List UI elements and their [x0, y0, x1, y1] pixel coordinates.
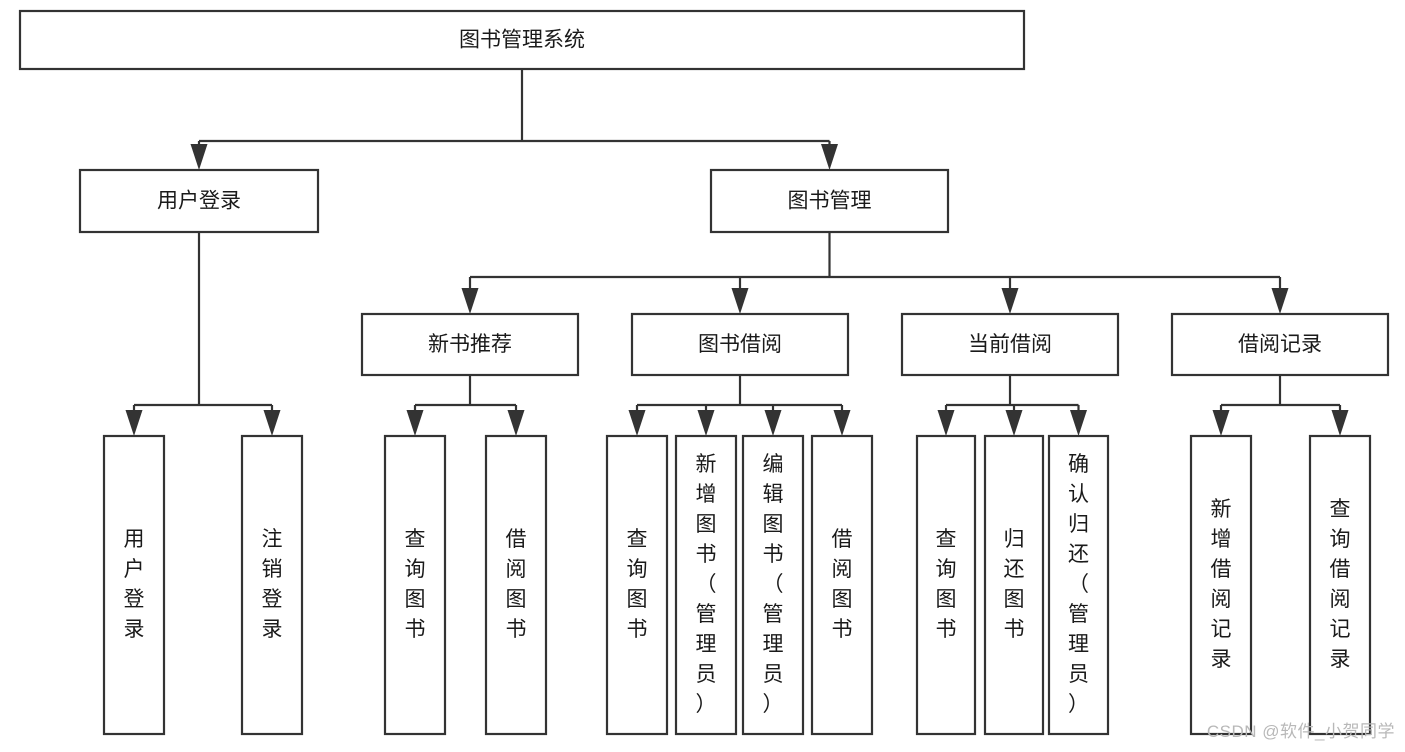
connector-group-user-login: [125, 232, 281, 436]
node-label-book-manage: 图书管理: [788, 190, 872, 213]
node-label-leaf-add-record: 新增借阅记录: [1211, 498, 1232, 671]
node-label-leaf-query-record: 查询借阅记录: [1330, 498, 1351, 671]
node-box-leaf-borrow-book-2[interactable]: [810, 434, 874, 736]
node-borrow-record[interactable]: 借阅记录: [1170, 312, 1390, 377]
node-leaf-return-book[interactable]: 归还图书: [983, 434, 1045, 736]
connector-group-new-book-rec: [406, 375, 525, 436]
node-leaf-add-book[interactable]: 新增图书（管理员）: [674, 434, 738, 736]
node-box-new-book-rec[interactable]: [360, 312, 580, 377]
node-box-book-borrow[interactable]: [630, 312, 850, 377]
node-box-leaf-user-login[interactable]: [102, 434, 166, 736]
node-label-leaf-query-book-2: 查询图书: [627, 528, 648, 641]
node-leaf-edit-book[interactable]: 编辑图书（管理员）: [741, 434, 805, 736]
node-label-leaf-user-login: 用户登录: [124, 528, 145, 641]
node-label-root: 图书管理系统: [459, 29, 585, 52]
node-leaf-query-book-2[interactable]: 查询图书: [605, 434, 669, 736]
node-user-login[interactable]: 用户登录: [78, 168, 320, 234]
node-leaf-query-record[interactable]: 查询借阅记录: [1308, 434, 1372, 736]
node-label-leaf-edit-book: 编辑图书（管理员）: [763, 453, 784, 716]
node-leaf-query-book-1[interactable]: 查询图书: [383, 434, 447, 736]
connectors-layer: [125, 69, 1349, 436]
node-label-leaf-confirm-return: 确认归还（管理员）: [1068, 453, 1089, 716]
connector-group-book-manage: [461, 232, 1289, 314]
node-box-leaf-return-book[interactable]: [983, 434, 1045, 736]
node-label-borrow-record: 借阅记录: [1238, 333, 1322, 356]
node-leaf-borrow-book-1[interactable]: 借阅图书: [484, 434, 548, 736]
node-box-user-login[interactable]: [78, 168, 320, 234]
node-label-leaf-borrow-book-2: 借阅图书: [832, 528, 853, 641]
node-label-leaf-query-book-1: 查询图书: [405, 528, 426, 641]
csdn-watermark: CSDN @软件_小贺同学: [1206, 722, 1395, 741]
node-box-current-borrow[interactable]: [900, 312, 1120, 377]
node-box-root[interactable]: [18, 9, 1026, 71]
node-leaf-borrow-book-2[interactable]: 借阅图书: [810, 434, 874, 736]
node-box-leaf-query-book-1[interactable]: [383, 434, 447, 736]
node-label-leaf-add-book: 新增图书（管理员）: [696, 453, 717, 716]
node-label-leaf-logout: 注销登录: [262, 528, 283, 641]
node-box-leaf-add-record[interactable]: [1189, 434, 1253, 736]
node-new-book-rec[interactable]: 新书推荐: [360, 312, 580, 377]
node-box-leaf-query-book-2[interactable]: [605, 434, 669, 736]
node-label-user-login: 用户登录: [157, 190, 241, 213]
node-box-leaf-confirm-return[interactable]: [1047, 434, 1110, 736]
node-box-leaf-logout[interactable]: [240, 434, 304, 736]
connector-group-root: [190, 69, 838, 170]
node-box-leaf-query-book-3[interactable]: [915, 434, 977, 736]
node-leaf-add-record[interactable]: 新增借阅记录: [1189, 434, 1253, 736]
node-box-leaf-edit-book[interactable]: [741, 434, 805, 736]
node-leaf-user-login[interactable]: 用户登录: [102, 434, 166, 736]
nodes-layer: 图书管理系统用户登录图书管理新书推荐图书借阅当前借阅借阅记录用户登录注销登录查询…: [18, 9, 1390, 736]
node-box-leaf-borrow-book-1[interactable]: [484, 434, 548, 736]
node-label-leaf-borrow-book-1: 借阅图书: [506, 528, 527, 641]
node-root[interactable]: 图书管理系统: [18, 9, 1026, 71]
node-box-borrow-record[interactable]: [1170, 312, 1390, 377]
node-leaf-logout[interactable]: 注销登录: [240, 434, 304, 736]
node-book-manage[interactable]: 图书管理: [709, 168, 950, 234]
connector-group-book-borrow: [628, 375, 851, 436]
connector-group-borrow-record: [1212, 375, 1349, 436]
node-book-borrow[interactable]: 图书借阅: [630, 312, 850, 377]
node-label-current-borrow: 当前借阅: [968, 333, 1052, 356]
node-box-leaf-add-book[interactable]: [674, 434, 738, 736]
node-label-new-book-rec: 新书推荐: [428, 333, 512, 356]
node-label-leaf-return-book: 归还图书: [1004, 528, 1025, 641]
node-box-book-manage[interactable]: [709, 168, 950, 234]
node-leaf-query-book-3[interactable]: 查询图书: [915, 434, 977, 736]
node-label-leaf-query-book-3: 查询图书: [936, 528, 957, 641]
node-current-borrow[interactable]: 当前借阅: [900, 312, 1120, 377]
node-label-book-borrow: 图书借阅: [698, 333, 782, 356]
node-leaf-confirm-return[interactable]: 确认归还（管理员）: [1047, 434, 1110, 736]
connector-group-current-borrow: [937, 375, 1087, 436]
node-box-leaf-query-record[interactable]: [1308, 434, 1372, 736]
